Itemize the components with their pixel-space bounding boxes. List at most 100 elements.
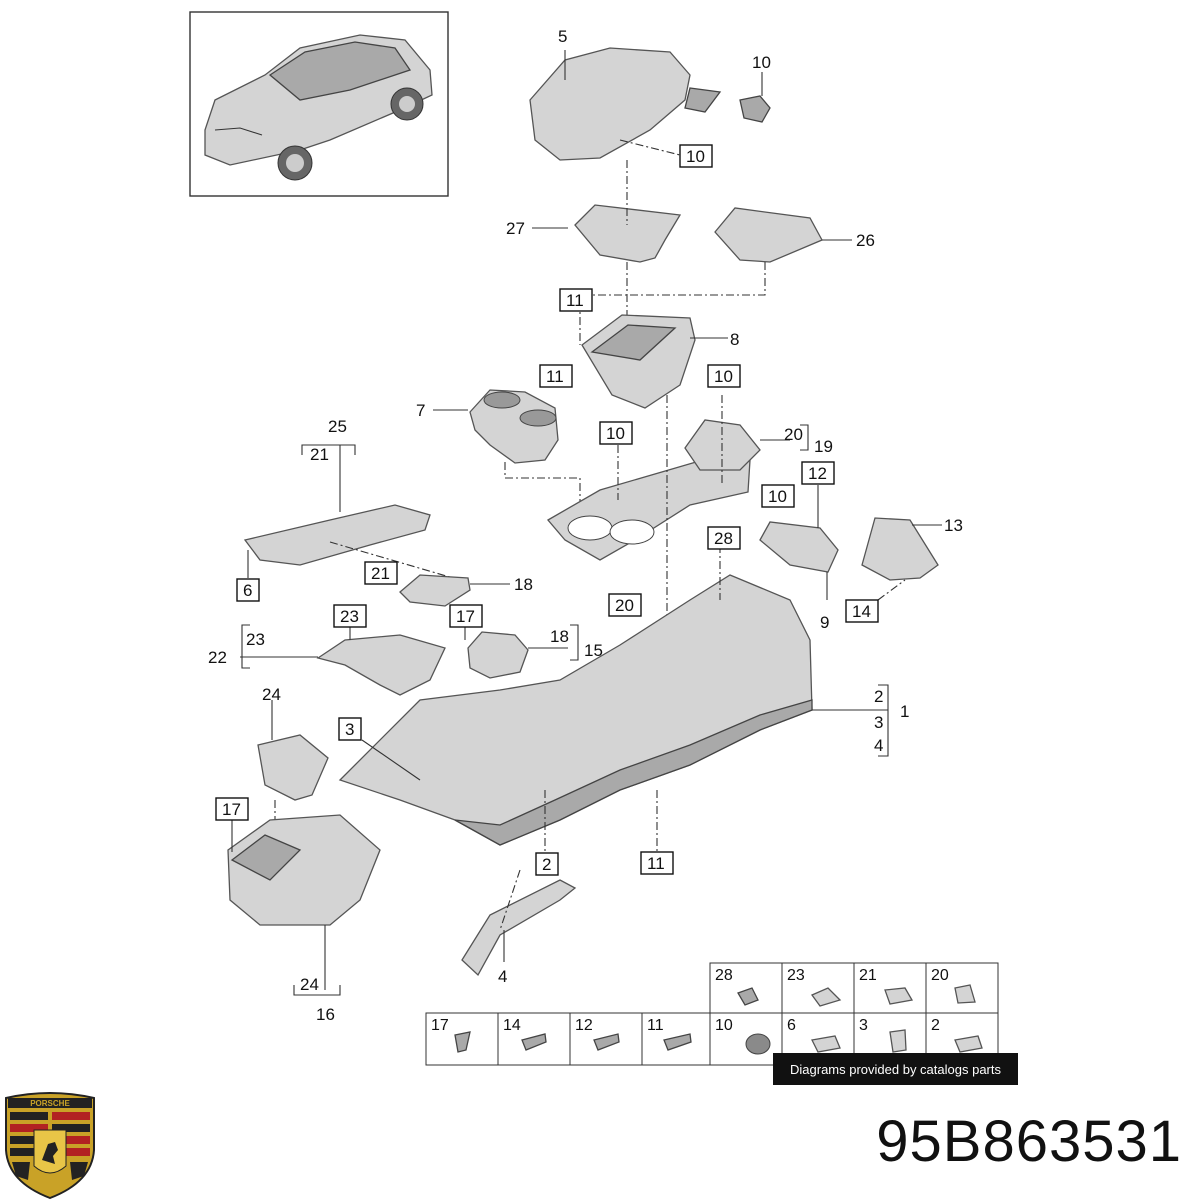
svg-text:14: 14 bbox=[503, 1017, 521, 1034]
fastener-cell-10: 10 bbox=[715, 1017, 771, 1055]
part-number: 95B863531 bbox=[876, 1109, 1182, 1174]
callout-box-21-b: 21 bbox=[364, 561, 398, 585]
svg-text:20: 20 bbox=[931, 967, 949, 984]
svg-text:23: 23 bbox=[340, 607, 359, 626]
svg-text:28: 28 bbox=[714, 529, 733, 548]
callout-box-10-a: 10 bbox=[679, 144, 713, 168]
svg-text:4: 4 bbox=[874, 736, 883, 755]
trim-strip-part bbox=[243, 445, 461, 581]
callout-8: 8 bbox=[730, 330, 739, 349]
switch-block-part bbox=[759, 485, 839, 600]
callout-box-2-b: 2 bbox=[535, 852, 559, 876]
svg-text:17: 17 bbox=[456, 607, 475, 626]
callout-26: 26 bbox=[856, 231, 875, 250]
callout-15: 15 bbox=[584, 641, 603, 660]
svg-text:10: 10 bbox=[686, 147, 705, 166]
porsche-crest-logo: PORSCHE bbox=[5, 1092, 95, 1200]
callout-box-23-a: 23 bbox=[333, 604, 367, 628]
callout-25: 25 bbox=[328, 417, 347, 436]
svg-text:3: 3 bbox=[859, 1017, 868, 1034]
svg-text:10: 10 bbox=[715, 1017, 733, 1034]
callout-5: 5 bbox=[558, 27, 567, 46]
svg-text:14: 14 bbox=[852, 602, 871, 621]
svg-text:10: 10 bbox=[714, 367, 733, 386]
callout-box-11-a: 11 bbox=[559, 288, 593, 312]
callout-box-10-e: 10 bbox=[761, 484, 795, 508]
callout-box-17-b: 17 bbox=[215, 797, 249, 821]
callout-box-14: 14 bbox=[845, 599, 879, 623]
svg-text:11: 11 bbox=[647, 854, 665, 873]
small-tray-part bbox=[464, 625, 568, 679]
mounting-bracket-part bbox=[240, 625, 446, 696]
svg-text:20: 20 bbox=[615, 596, 634, 615]
callout-box-6: 6 bbox=[236, 578, 260, 602]
callout-box-3-a: 3 bbox=[338, 717, 362, 741]
callout-box-28: 28 bbox=[707, 526, 741, 550]
svg-text:23: 23 bbox=[787, 967, 805, 984]
callout-13: 13 bbox=[944, 516, 963, 535]
bracket-group-24-16: 24 bbox=[293, 975, 341, 996]
svg-text:2: 2 bbox=[874, 687, 883, 706]
fastener-cell-20: 20 bbox=[931, 967, 976, 1004]
callout-10: 10 bbox=[752, 53, 771, 72]
floor-mat-parts bbox=[532, 160, 852, 345]
svg-text:11: 11 bbox=[647, 1017, 664, 1034]
svg-text:28: 28 bbox=[715, 967, 733, 984]
svg-text:18: 18 bbox=[550, 627, 569, 646]
fastener-cell-12: 12 bbox=[575, 1017, 620, 1051]
bracket-group-23: 23 bbox=[241, 624, 265, 669]
bracket-group-21: 21 bbox=[301, 444, 356, 464]
svg-text:17: 17 bbox=[431, 1017, 449, 1034]
bracket-group-20-19: 20 bbox=[784, 424, 809, 451]
svg-text:6: 6 bbox=[243, 581, 252, 600]
callout-19: 19 bbox=[814, 437, 833, 456]
fastener-cell-28: 28 bbox=[715, 967, 759, 1006]
svg-text:10: 10 bbox=[768, 487, 787, 506]
vehicle-thumbnail bbox=[189, 11, 449, 197]
cup-holder-part bbox=[433, 389, 581, 520]
callout-9: 9 bbox=[820, 613, 829, 632]
fastener-cell-17: 17 bbox=[431, 1017, 471, 1053]
callout-box-11-b: 11 bbox=[539, 364, 573, 388]
callout-18: 18 bbox=[514, 575, 533, 594]
center-console-body bbox=[338, 545, 868, 858]
fastener-cell-11: 11 bbox=[647, 1017, 692, 1051]
callout-box-12: 12 bbox=[801, 461, 835, 485]
callout-1: 1 bbox=[900, 702, 909, 721]
svg-text:12: 12 bbox=[575, 1017, 593, 1034]
callout-box-17-a: 17 bbox=[449, 604, 483, 628]
svg-text:6: 6 bbox=[787, 1017, 796, 1034]
bracket-group-18-15: 18 bbox=[550, 624, 579, 661]
fastener-cell-6: 6 bbox=[787, 1017, 841, 1053]
svg-text:3: 3 bbox=[345, 720, 354, 739]
fastener-cell-3: 3 bbox=[859, 1017, 907, 1053]
svg-text:24: 24 bbox=[300, 975, 319, 994]
svg-text:21: 21 bbox=[310, 445, 329, 464]
callout-box-10-d: 10 bbox=[599, 421, 633, 445]
callout-24: 24 bbox=[262, 685, 281, 704]
storage-bin-lower-part bbox=[227, 814, 381, 990]
svg-text:21: 21 bbox=[371, 564, 390, 583]
switch-panel-part bbox=[399, 574, 510, 607]
logo-wordmark: PORSCHE bbox=[30, 1099, 70, 1108]
fastener-cell-14: 14 bbox=[503, 1017, 547, 1051]
svg-text:11: 11 bbox=[546, 367, 564, 386]
fastener-cell-21: 21 bbox=[859, 967, 914, 1005]
svg-text:3: 3 bbox=[874, 713, 883, 732]
armrest-lid-part bbox=[529, 47, 771, 161]
callout-box-10-c: 10 bbox=[707, 364, 741, 388]
svg-text:21: 21 bbox=[859, 967, 877, 984]
fastener-cell-2: 2 bbox=[931, 1017, 983, 1053]
side-trim-part bbox=[861, 517, 942, 601]
callout-box-20-b: 20 bbox=[608, 593, 642, 617]
svg-text:2: 2 bbox=[931, 1017, 940, 1034]
svg-text:23: 23 bbox=[246, 630, 265, 649]
storage-tray-part bbox=[581, 314, 728, 409]
svg-text:2: 2 bbox=[542, 855, 551, 874]
callout-7: 7 bbox=[416, 401, 425, 420]
callout-27: 27 bbox=[506, 219, 525, 238]
callout-4: 4 bbox=[498, 967, 507, 986]
svg-text:17: 17 bbox=[222, 800, 241, 819]
